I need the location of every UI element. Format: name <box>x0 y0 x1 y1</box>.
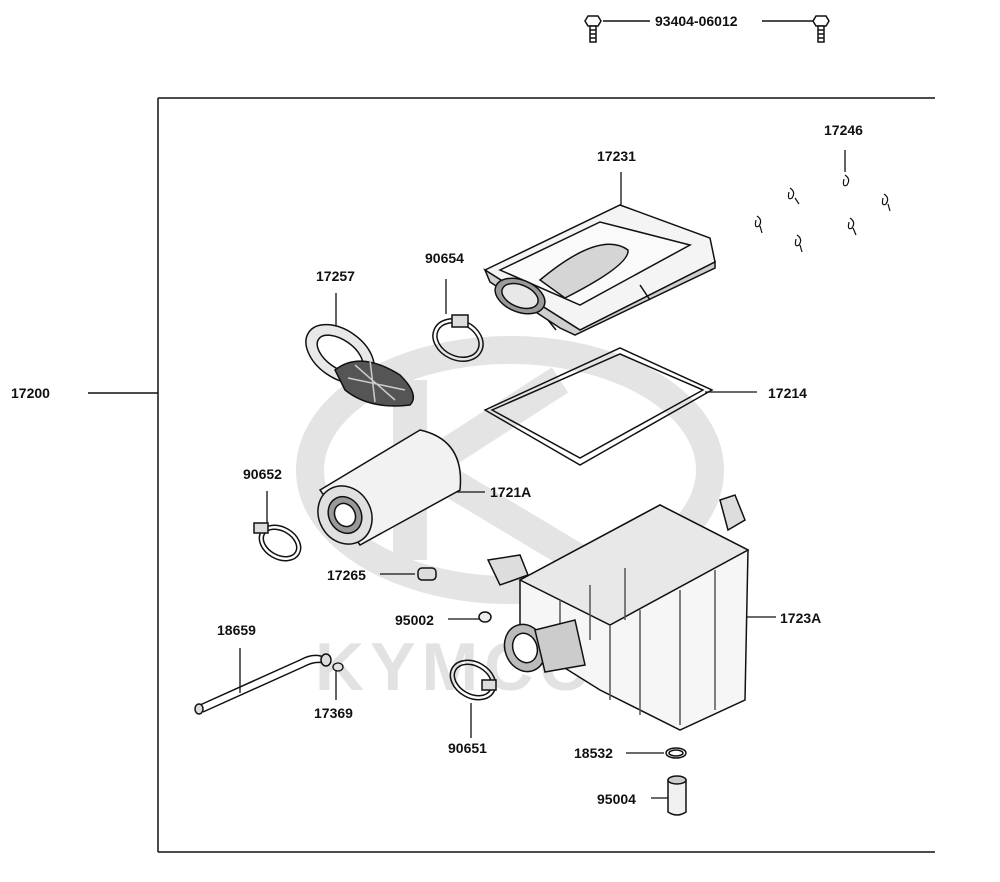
label-cap: 95004 <box>597 791 636 807</box>
drain-plug <box>417 567 437 581</box>
label-element: 1721A <box>490 484 532 500</box>
drain-cap <box>667 775 687 816</box>
label-clamp-bottom: 90651 <box>448 740 487 756</box>
small-ring <box>478 611 492 623</box>
label-clip-small: 17369 <box>314 705 353 721</box>
hose-clamp-left <box>253 522 302 562</box>
bolt-group <box>584 15 830 43</box>
hose-clamp-top <box>432 314 484 362</box>
label-oring: 18532 <box>574 745 613 761</box>
filter-element <box>317 429 462 546</box>
tube-clip <box>332 662 344 672</box>
o-ring <box>665 747 687 759</box>
label-clamp-left: 90652 <box>243 466 282 482</box>
label-hardware-bolt: 93404-06012 <box>655 13 738 29</box>
intake-duct <box>305 323 415 407</box>
air-cleaner-case <box>486 494 750 731</box>
label-duct: 17257 <box>316 268 355 284</box>
label-ring: 95002 <box>395 612 434 628</box>
drain-tube <box>194 653 332 715</box>
label-case: 1723A <box>780 610 822 626</box>
air-cleaner-cover <box>483 204 716 336</box>
hose-clamp-bottom <box>449 659 497 701</box>
label-seal: 17214 <box>768 385 807 401</box>
bolt-icon <box>812 15 830 43</box>
label-clamp-top: 90654 <box>425 250 464 266</box>
label-cover: 17231 <box>597 148 636 164</box>
clip-set <box>754 174 891 253</box>
assembly-frame <box>88 97 935 853</box>
seal-gasket <box>483 347 714 466</box>
label-assembly: 17200 <box>11 385 50 401</box>
bolt-icon <box>584 15 602 43</box>
label-plug: 17265 <box>327 567 366 583</box>
label-tube: 18659 <box>217 622 256 638</box>
label-clips: 17246 <box>824 122 863 138</box>
